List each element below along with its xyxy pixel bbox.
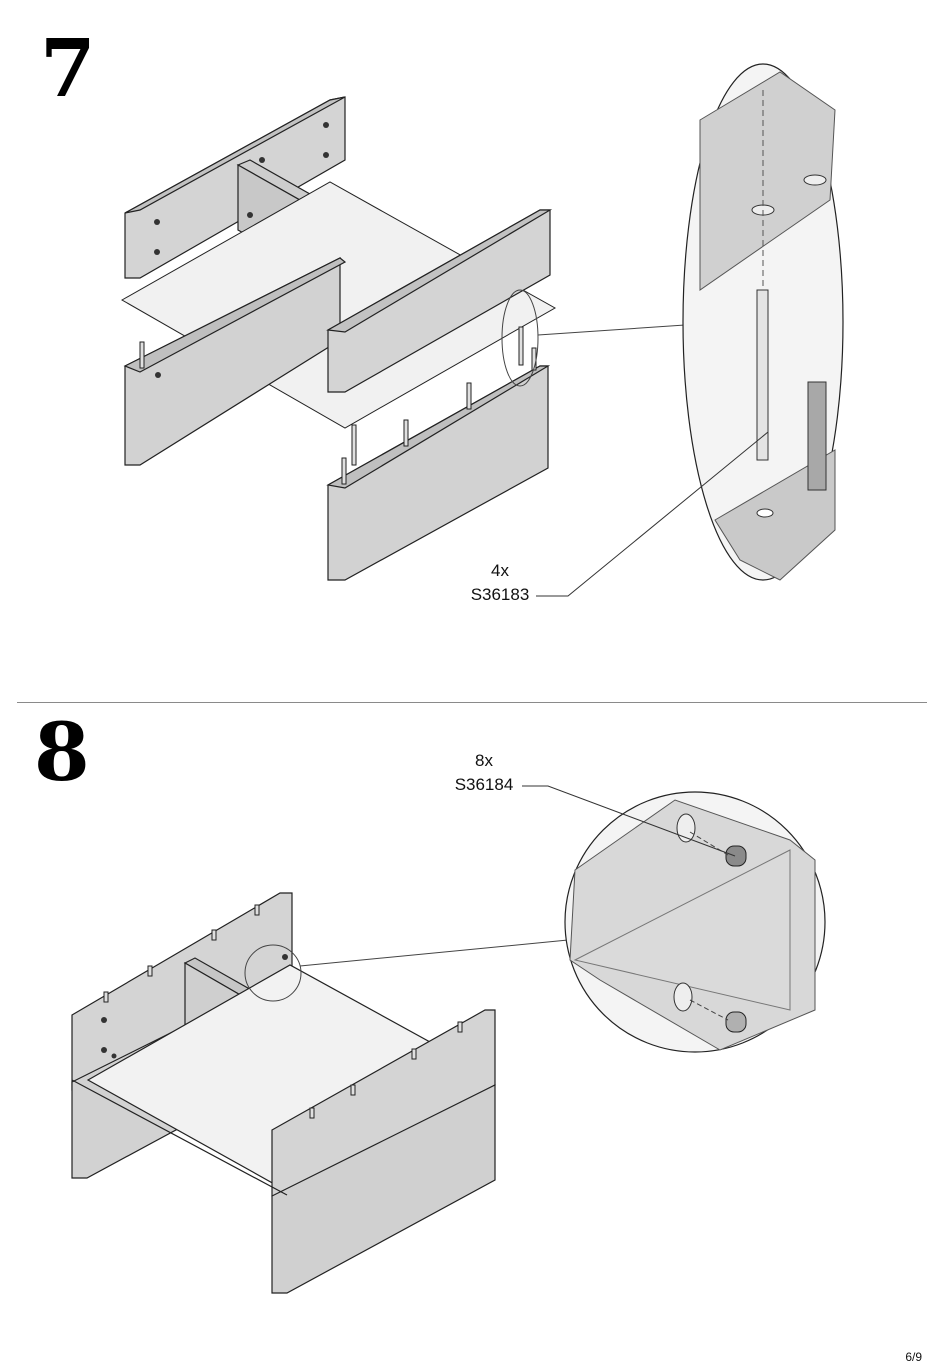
page-number: 6/9 bbox=[905, 1350, 922, 1364]
detail-zoom-8 bbox=[565, 792, 825, 1052]
step-8-part-quantity: 8x bbox=[462, 750, 506, 772]
step-8-part-code: S36184 bbox=[446, 774, 522, 796]
